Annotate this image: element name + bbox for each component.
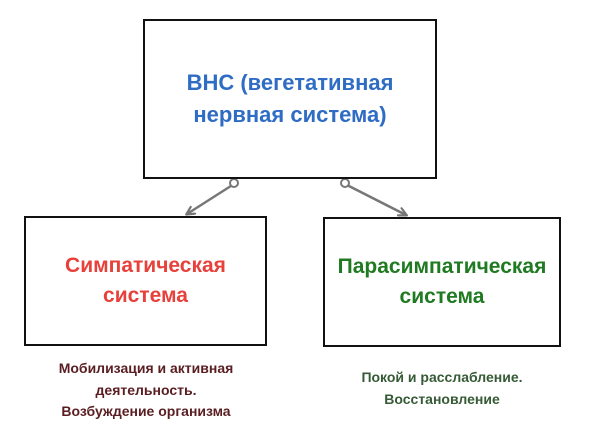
parasympathetic-caption-line1: Покой и расслабление. [361, 369, 523, 385]
connector-root-to-sympathetic [187, 182, 235, 214]
sympathetic-node: Симпатическая система [24, 216, 267, 346]
ans-root-node: ВНС (вегетативная нервная система) [143, 19, 437, 179]
parasympathetic-title: Парасимпатическая система [338, 252, 547, 313]
sympathetic-title-line2: система [103, 284, 188, 307]
sympathetic-caption-line2: деятельность. [95, 381, 197, 398]
parasympathetic-node: Парасимпатическая система [323, 217, 561, 347]
sympathetic-caption-line1: Мобилизация и активная [58, 360, 234, 376]
connector-origin-right [340, 178, 350, 188]
ans-root-title-line2: нервная система) [193, 102, 387, 127]
parasympathetic-title-line2: система [399, 285, 485, 308]
sympathetic-title-line1: Симпатическая [65, 253, 226, 277]
parasympathetic-caption-line2: Восстановление [384, 390, 500, 407]
sympathetic-title: Симпатическая система [65, 251, 226, 312]
ans-root-title-line1: ВНС (вегетативная [186, 70, 394, 96]
connector-origin-left [229, 178, 239, 188]
ans-root-title: ВНС (вегетативная нервная система) [187, 67, 394, 131]
parasympathetic-title-line1: Парасимпатическая [337, 254, 547, 278]
connector-root-to-parasympathetic [344, 182, 406, 215]
sympathetic-caption: Мобилизация и активная деятельность. Воз… [30, 358, 262, 423]
sympathetic-caption-line3: Возбуждение организма [61, 403, 231, 420]
parasympathetic-caption: Покой и расслабление. Восстановление [330, 367, 554, 410]
